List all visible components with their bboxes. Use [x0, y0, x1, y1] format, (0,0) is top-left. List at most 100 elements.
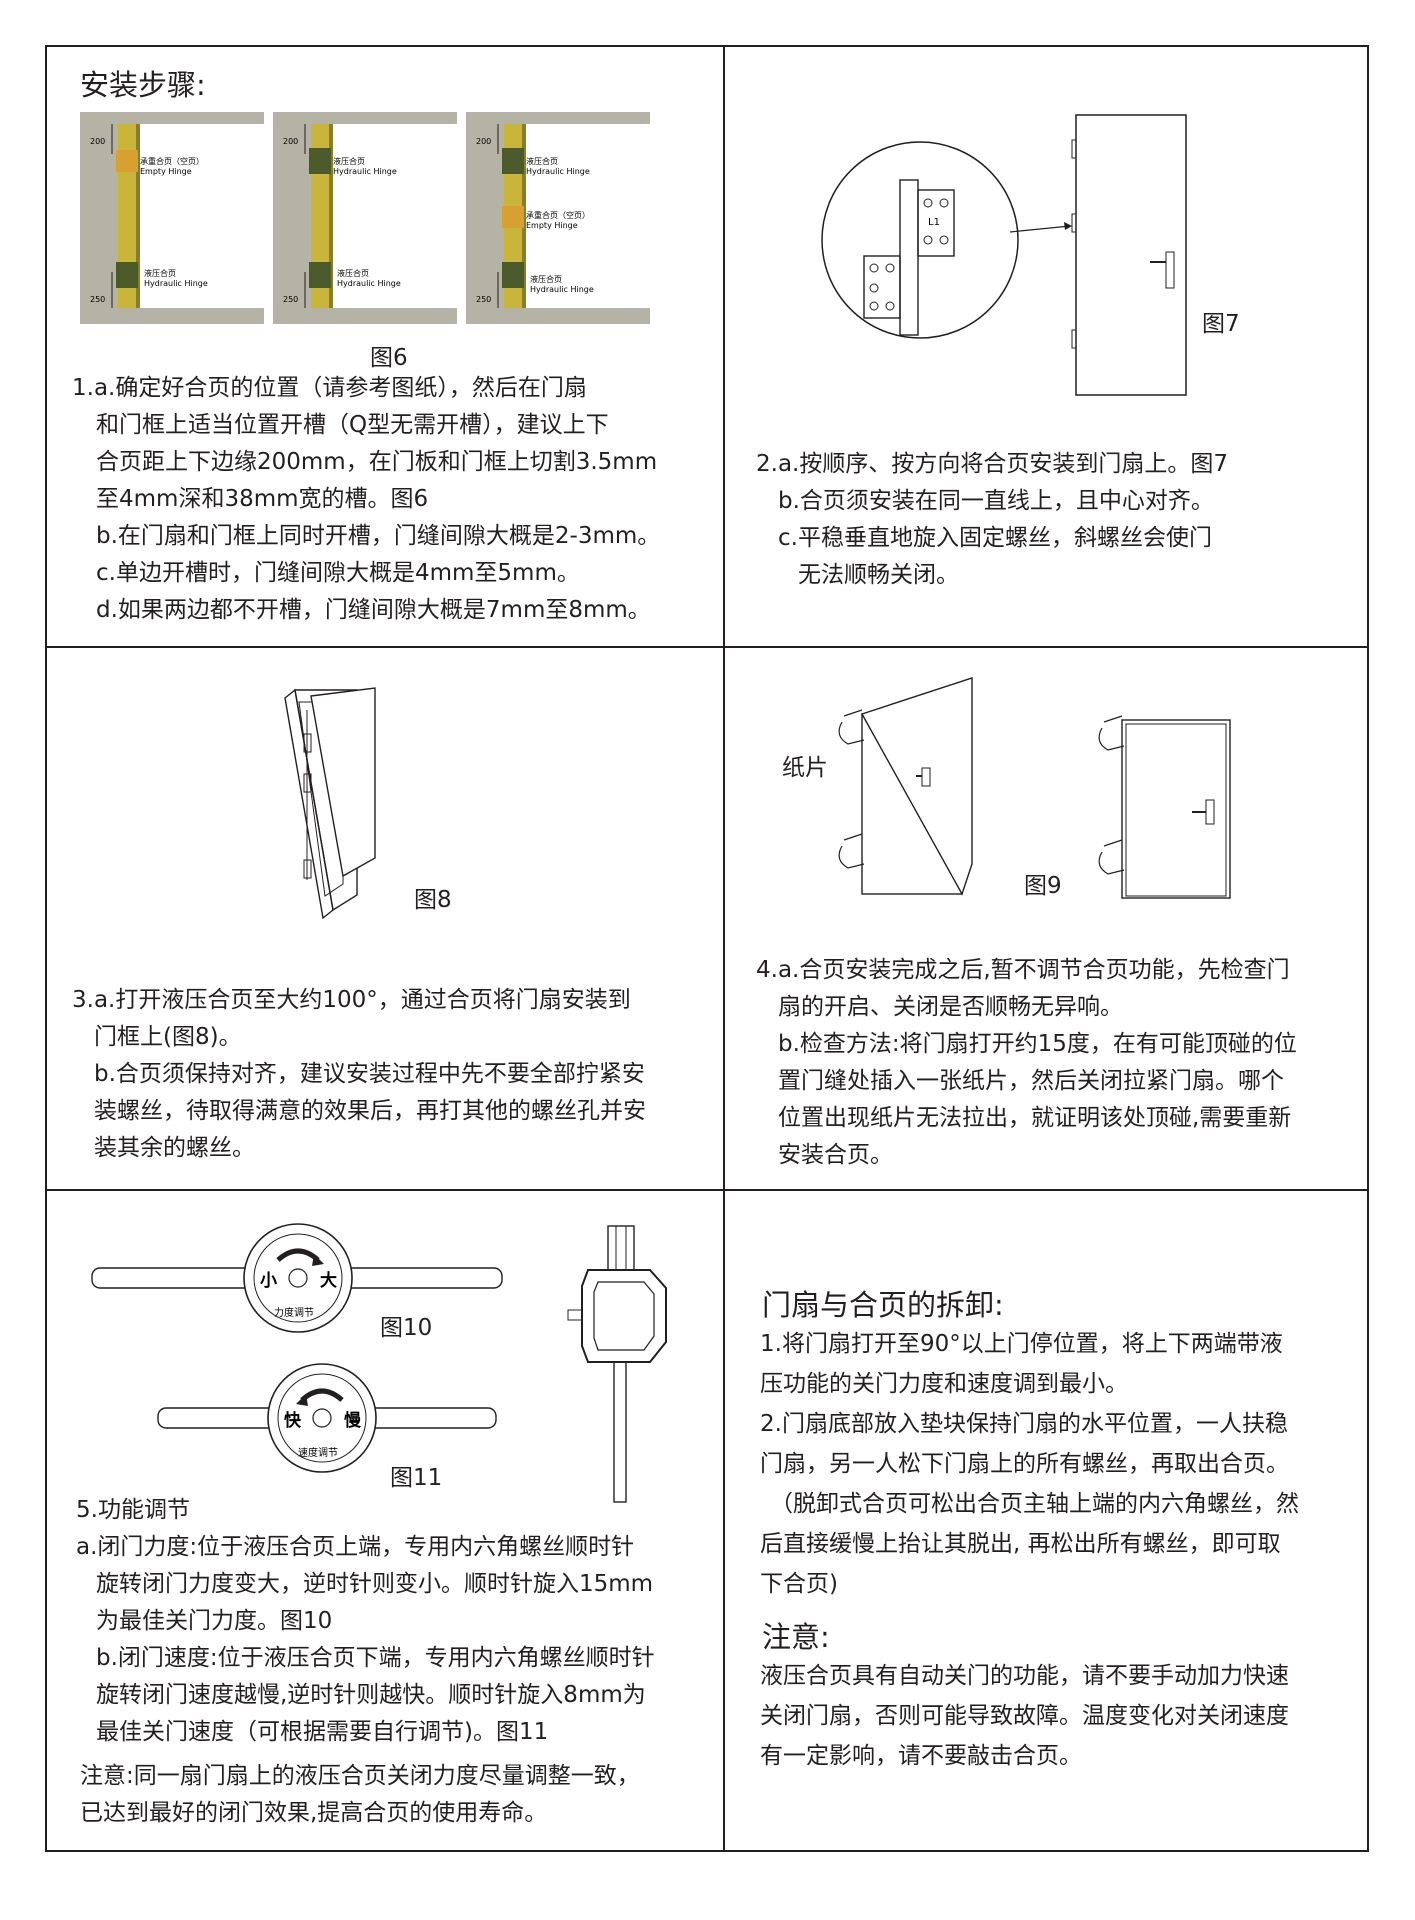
fig6-panel-2: 200 250 液压合页 Hydraulic Hinge 液压合页 Hydrau… [273, 112, 457, 324]
fig9-paper-label: 纸片 [782, 755, 828, 781]
fig6-p3-mid-cn: 承重合页（空页） [526, 210, 590, 220]
step4-line: 置门缝处插入一张纸片，然后关闭拉紧门扇。哪个 [778, 1068, 1284, 1094]
step2-line: c.平稳垂直地旋入固定螺丝，斜螺丝会使门 [778, 525, 1212, 551]
fig10-arc-label: 力度调节 [274, 1306, 314, 1319]
step5-note-line: 注意:同一扇门扇上的液压合页关闭力度尽量调整一致， [80, 1763, 640, 1789]
fig10-right-label: 大 [320, 1270, 337, 1291]
step5-line: a.闭门力度:位于液压合页上端，专用内六角螺丝顺时针 [76, 1534, 635, 1560]
fig6-p2-top-en: Hydraulic Hinge [333, 167, 397, 176]
fig6-p2-top-dim: 200 [283, 137, 298, 146]
page-frame [45, 45, 1369, 1852]
install-heading: 安装步骤: [80, 68, 206, 102]
fig6-p3-bottom-en: Hydraulic Hinge [530, 285, 594, 294]
fig7-illustration: L1 [821, 114, 1187, 396]
step5-line: b.闭门速度:位于液压合页下端，专用内六角螺丝顺时针 [96, 1645, 655, 1671]
fig6-p3-top-en: Hydraulic Hinge [526, 167, 590, 176]
fig6-p1-bottom-cn: 液压合页 [144, 268, 176, 278]
fig6-p1-bottom-dim: 250 [90, 295, 105, 304]
step3-line: 装其余的螺丝。 [94, 1135, 255, 1161]
row-divider-2 [45, 1189, 1369, 1191]
hex-key-illustration [567, 1225, 667, 1503]
notice-heading: 注意: [762, 1620, 830, 1654]
step2-line: b.合页须安装在同一直线上，且中心对齐。 [778, 488, 1214, 514]
step3-line: b.合页须保持对齐，建议安装过程中先不要全部拧紧安 [94, 1061, 645, 1087]
fig6-p1-top-en: Empty Hinge [140, 167, 192, 176]
fig6-p1-top-dim: 200 [90, 137, 105, 146]
notice-line: 有一定影响，请不要敲击合页。 [760, 1743, 1082, 1769]
fig6-p2-bottom-dim: 250 [283, 295, 298, 304]
step4-line: 位置出现纸片无法拉出，就证明该处顶碰,需要重新 [778, 1105, 1292, 1131]
step1-line: 和门框上适当位置开槽（Q型无需开槽），建议上下 [96, 412, 609, 438]
step3-text: 3.a.打开液压合页至大约100°，通过合页将门扇安装到 门框上(图8)。 b.… [72, 982, 646, 1167]
step2-text: 2.a.按顺序、按方向将合页安装到门扇上。图7 b.合页须安装在同一直线上，且中… [756, 446, 1228, 594]
step5-line: 旋转闭门力度变大，逆时针则变小。顺时针旋入15mm [96, 1571, 654, 1597]
removal-heading: 门扇与合页的拆卸: [762, 1288, 1004, 1322]
fig6-panel-1: 200 250 承重合页（空页） Empty Hinge 液压合页 Hydrau… [80, 112, 264, 324]
step4-line: 安装合页。 [778, 1142, 893, 1168]
fig6-p2-bottom-en: Hydraulic Hinge [337, 279, 401, 288]
notice-text: 液压合页具有自动关门的功能，请不要手动加力快速 关闭门扇，否则可能导致故障。温度… [760, 1656, 1289, 1776]
step5-title: 5.功能调节 [76, 1497, 190, 1523]
removal-line: 后直接缓慢上抬让其脱出, 再松出所有螺丝，即可取 [760, 1531, 1281, 1557]
fig8-caption: 图8 [414, 887, 452, 913]
fig9-illustration [838, 677, 1231, 899]
removal-line: 2.门扇底部放入垫块保持门扇的水平位置，一人扶稳 [760, 1411, 1288, 1437]
step4-line: 4.a.合页安装完成之后,暂不调节合页功能，先检查门 [756, 957, 1290, 983]
step5-text: 5.功能调节 a.闭门力度:位于液压合页上端，专用内六角螺丝顺时针 旋转闭门力度… [76, 1492, 655, 1751]
step2-line: 无法顺畅关闭。 [798, 562, 959, 588]
removal-line: 门扇，另一人松下门扇上的所有螺丝，再取出合页。 [760, 1451, 1289, 1477]
fig6-p3-bottom-dim: 250 [476, 295, 491, 304]
fig6-caption: 图6 [370, 345, 408, 371]
fig10-caption: 图10 [380, 1315, 433, 1341]
notice-line: 关闭门扇，否则可能导致故障。温度变化对关闭速度 [760, 1703, 1289, 1729]
step5-note: 注意:同一扇门扇上的液压合页关闭力度尽量调整一致， 已达到最好的闭门效果,提高合… [80, 1758, 640, 1832]
step1-line: b.在门扇和门框上同时开槽，门缝间隙大概是2-3mm。 [96, 523, 661, 549]
step3-line: 3.a.打开液压合页至大约100°，通过合页将门扇安装到 [72, 987, 631, 1013]
step1-text: 1.a.确定好合页的位置（请参考图纸），然后在门扇 和门框上适当位置开槽（Q型无… [72, 370, 660, 629]
step5-line: 最佳关门速度（可根据需要自行调节)。图11 [96, 1719, 549, 1745]
fig6-p3-mid-en: Empty Hinge [526, 221, 578, 230]
step5-line: 为最佳关门力度。图10 [96, 1608, 333, 1634]
step1-line: 1.a.确定好合页的位置（请参考图纸），然后在门扇 [72, 375, 587, 401]
step4-line: b.检查方法:将门扇打开约15度，在有可能顶碰的位 [778, 1031, 1297, 1057]
fig6-p3-bottom-cn: 液压合页 [530, 274, 562, 284]
step5-note-line: 已达到最好的闭门效果,提高合页的使用寿命。 [80, 1800, 548, 1826]
removal-text: 1.将门扇打开至90°以上门停位置，将上下两端带液 压功能的关门力度和速度调到最… [760, 1324, 1299, 1604]
fig6-p2-top-cn: 液压合页 [333, 156, 365, 166]
removal-line: 压功能的关门力度和速度调到最小。 [760, 1371, 1128, 1397]
removal-line: （脱卸式合页可松出合页主轴上端的内六角螺丝，然 [770, 1491, 1299, 1517]
step1-line: 至4mm深和38mm宽的槽。图6 [96, 486, 429, 512]
fig11-illustration: 快 慢 速度调节 [157, 1363, 497, 1473]
fig6-p2-bottom-cn: 液压合页 [337, 268, 369, 278]
removal-line: 1.将门扇打开至90°以上门停位置，将上下两端带液 [760, 1331, 1283, 1357]
fig6-p1-top-cn: 承重合页（空页） [140, 156, 204, 166]
fig10-illustration: 小 大 力度调节 [91, 1223, 503, 1333]
step5-line: 旋转闭门速度越慢,逆时针则越快。顺时针旋入8mm为 [96, 1682, 646, 1708]
column-divider [723, 45, 725, 1852]
fig11-left-label: 快 [284, 1410, 302, 1431]
fig6-panel-3: 200 250 液压合页 Hydraulic Hinge 承重合页（空页） Em… [466, 112, 650, 324]
fig8-illustration [284, 687, 376, 920]
step2-line: 2.a.按顺序、按方向将合页安装到门扇上。图7 [756, 451, 1228, 477]
fig6-illustration: 200 250 承重合页（空页） Empty Hinge 液压合页 Hydrau… [80, 112, 650, 324]
step1-line: c.单边开槽时，门缝间隙大概是4mm至5mm。 [96, 560, 580, 586]
fig6-p1-bottom-en: Hydraulic Hinge [144, 279, 208, 288]
row-divider-1 [45, 646, 1369, 648]
fig6-p3-top-dim: 200 [476, 137, 491, 146]
notice-line: 液压合页具有自动关门的功能，请不要手动加力快速 [760, 1663, 1289, 1689]
step4-text: 4.a.合页安装完成之后,暂不调节合页功能，先检查门 扇的开启、关闭是否顺畅无异… [756, 952, 1297, 1174]
fig9-caption: 图9 [1024, 873, 1062, 899]
fig11-caption: 图11 [390, 1465, 443, 1491]
step3-line: 门框上(图8)。 [94, 1024, 242, 1050]
fig11-right-label: 慢 [344, 1410, 362, 1431]
fig11-arc-label: 速度调节 [298, 1446, 338, 1459]
fig7-caption: 图7 [1202, 311, 1240, 337]
step3-line: 装螺丝，待取得满意的效果后，再打其他的螺丝孔并安 [94, 1098, 646, 1124]
removal-line: 下合页) [760, 1571, 838, 1597]
fig10-left-label: 小 [260, 1271, 277, 1291]
fig6-p3-top-cn: 液压合页 [526, 156, 558, 166]
fig7-hinge-mark: L1 [928, 217, 940, 228]
step1-line: 合页距上下边缘200mm，在门板和门框上切割3.5mm [96, 449, 658, 475]
step1-line: d.如果两边都不开槽，门缝间隙大概是7mm至8mm。 [96, 597, 651, 623]
step4-line: 扇的开启、关闭是否顺畅无异响。 [778, 994, 1123, 1020]
